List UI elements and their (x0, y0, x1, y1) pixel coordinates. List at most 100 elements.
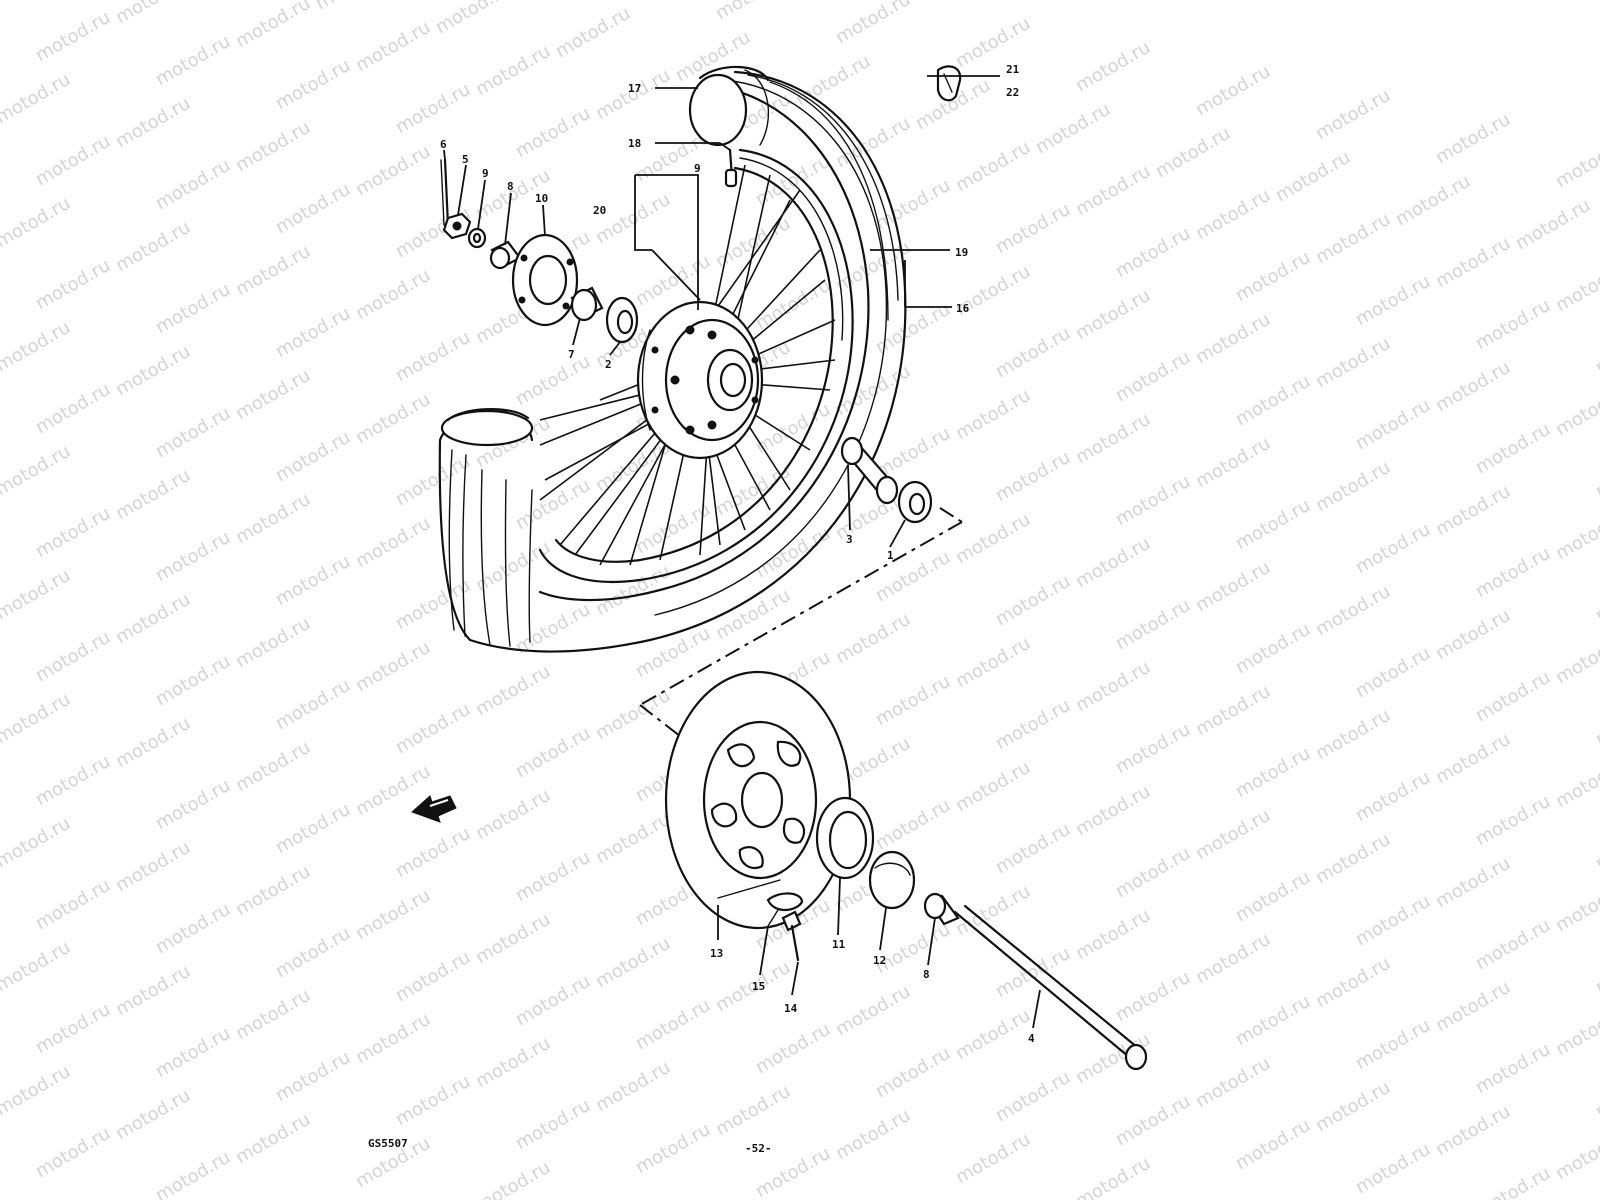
hub-right-parts (840, 436, 933, 524)
footer: GS5507 -52- (368, 1137, 772, 1155)
label-part-17: 17 (628, 82, 641, 95)
watermark-text: motod.ru (1032, 99, 1114, 158)
label-part-2-left: 2 (605, 358, 612, 371)
label-part-19: 19 (955, 246, 968, 259)
balance-weight (936, 65, 962, 102)
watermark-text: motod.ru (512, 971, 594, 1030)
watermark-text: motod.ru (232, 1109, 314, 1168)
watermark-text: motod.ru (1192, 681, 1274, 740)
watermark-text: motod.ru (1072, 37, 1154, 96)
watermark-text: motod.ru (32, 379, 114, 438)
watermark-text: motod.ru (1552, 629, 1600, 688)
watermark-text: motod.ru (1592, 1063, 1600, 1122)
watermark-text: motod.ru (1312, 333, 1394, 392)
watermark-text: motod.ru (832, 0, 914, 48)
watermark-text: motod.ru (872, 919, 954, 978)
watermark-text: motod.ru (1432, 357, 1514, 416)
watermark-text: motod.ru (272, 551, 354, 610)
watermark-text: motod.ru (832, 981, 914, 1040)
watermark-text: motod.ru (1352, 1015, 1434, 1074)
watermark-text: motod.ru (552, 3, 634, 62)
label-part-10: 10 (535, 192, 548, 205)
watermark-text: motod.ru (1112, 347, 1194, 406)
watermark-text: motod.ru (0, 813, 74, 872)
watermark-text: motod.ru (952, 13, 1034, 72)
watermark-text: motod.ru (1352, 643, 1434, 702)
watermark-text: motod.ru (1552, 1125, 1600, 1184)
watermark-text: motod.ru (1352, 395, 1434, 454)
watermark-text: motod.ru (352, 637, 434, 696)
label-part-8-right: 8 (923, 968, 930, 981)
watermark-text: motod.ru (32, 255, 114, 314)
watermark-text: motod.ru (472, 1033, 554, 1092)
watermark-text: motod.ru (232, 737, 314, 796)
watermark-text: motod.ru (392, 79, 474, 138)
watermark-text: motod.ru (1472, 1163, 1554, 1200)
disc-bolt (781, 910, 802, 962)
watermark-text: motod.ru (1392, 171, 1474, 230)
watermark-text: motod.ru (1072, 409, 1154, 468)
watermark-text: motod.ru (472, 785, 554, 844)
watermark-text: motod.ru (992, 199, 1074, 258)
watermark-text: motod.ru (1432, 109, 1514, 168)
watermark-text: motod.ru (0, 689, 74, 748)
label-part-14: 14 (784, 1002, 798, 1015)
watermark-text: motod.ru (1232, 247, 1314, 306)
watermark-text: motod.ru (992, 447, 1074, 506)
label-part-13: 13 (710, 947, 723, 960)
watermark-text: motod.ru (1552, 877, 1600, 936)
watermark-text: motod.ru (1112, 967, 1194, 1026)
watermark-text: motod.ru (752, 1019, 834, 1078)
watermark-text: motod.ru (1552, 133, 1600, 192)
watermark-text: motod.ru (32, 999, 114, 1058)
watermark-text: motod.ru (352, 885, 434, 944)
watermark-text: motod.ru (272, 923, 354, 982)
watermark-text: motod.ru (1112, 223, 1194, 282)
watermark-text: motod.ru (1112, 471, 1194, 530)
label-part-11: 11 (832, 938, 846, 951)
watermark-text: motod.ru (1072, 657, 1154, 716)
watermark-text: motod.ru (112, 589, 194, 648)
watermark-text: motod.ru (1512, 195, 1594, 254)
watermark-text: motod.ru (512, 103, 594, 162)
label-part-22: 22 (1006, 86, 1019, 99)
watermark-text: motod.ru (592, 809, 674, 868)
watermark-text: motod.ru (472, 41, 554, 100)
watermark-text: motod.ru (872, 1043, 954, 1102)
watermark-text: motod.ru (232, 489, 314, 548)
label-part-9-left: 9 (482, 167, 489, 180)
watermark-text: motod.ru (152, 775, 234, 834)
rim (538, 148, 854, 584)
watermark-text: motod.ru (1312, 581, 1394, 640)
watermark-text: motod.ru (152, 1147, 234, 1200)
watermark-text: motod.ru (112, 961, 194, 1020)
watermark-text: motod.ru (392, 1071, 474, 1130)
watermark-text: motod.ru (392, 699, 474, 758)
watermark-text: motod.ru (152, 1023, 234, 1082)
watermark-text: motod.ru (472, 661, 554, 720)
watermark-text: motod.ru (152, 31, 234, 90)
watermark-text: motod.ru (112, 713, 194, 772)
watermark-text: motod.ru (1432, 481, 1514, 540)
watermark-text: motod.ru (152, 899, 234, 958)
watermark-text: motod.ru (0, 69, 74, 128)
watermark-text: motod.ru (32, 503, 114, 562)
watermark-text: motod.ru (0, 317, 74, 376)
watermark-text: motod.ru (1312, 209, 1394, 268)
watermark-text: motod.ru (1272, 147, 1354, 206)
watermark-text: motod.ru (0, 565, 74, 624)
watermark-text: motod.ru (1552, 753, 1600, 812)
watermark-text: motod.ru (32, 7, 114, 66)
watermark-text: motod.ru (472, 909, 554, 968)
watermark-text: motod.ru (1072, 905, 1154, 964)
label-part-18: 18 (628, 137, 641, 150)
watermark-text: motod.ru (872, 175, 954, 234)
watermark-text: motod.ru (952, 881, 1034, 940)
leader-lines (443, 75, 1041, 1029)
watermark-text: motod.ru (432, 0, 514, 38)
watermark-text: motod.ru (992, 695, 1074, 754)
watermark-text: motod.ru (712, 0, 794, 24)
watermark-text: motod.ru (1552, 381, 1600, 440)
label-part-5: 5 (462, 153, 469, 166)
watermark-text: motod.ru (152, 155, 234, 214)
